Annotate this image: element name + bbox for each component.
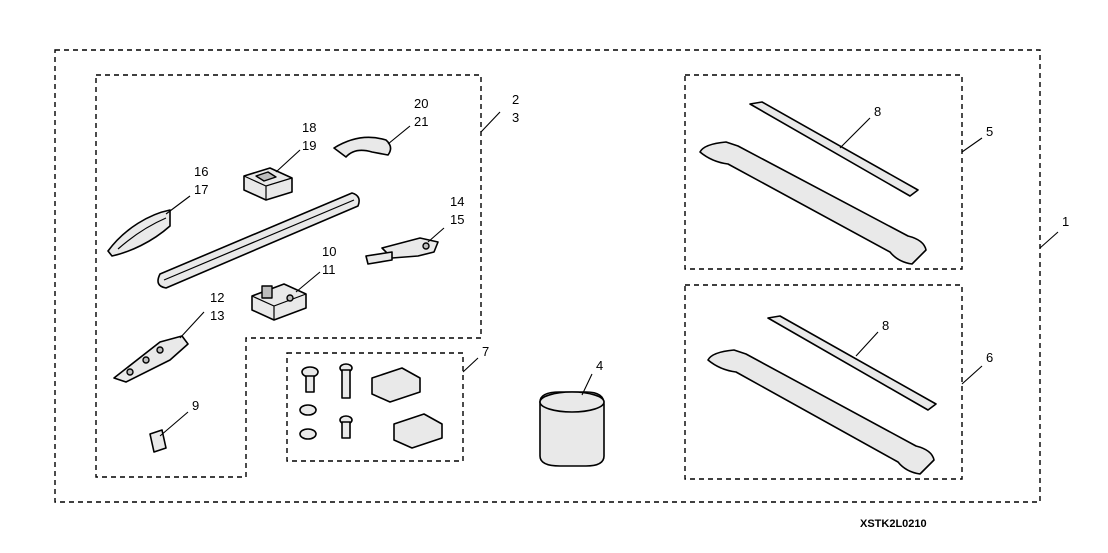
callout-16: 16 bbox=[194, 164, 208, 179]
crossbar-lower bbox=[707, 315, 937, 475]
callout-10: 10 bbox=[322, 244, 336, 259]
long-rail bbox=[157, 192, 360, 289]
kit-outer-box bbox=[54, 49, 1041, 503]
end-cap-part-16-17 bbox=[107, 209, 171, 257]
leader-4 bbox=[581, 373, 593, 396]
diagram-code: XSTK2L0210 bbox=[860, 518, 927, 530]
leader-10-11 bbox=[295, 271, 321, 293]
callout-11: 11 bbox=[322, 262, 336, 277]
hardware-part-7 bbox=[299, 363, 443, 449]
leader-9 bbox=[159, 411, 189, 437]
callout-19: 19 bbox=[302, 138, 316, 153]
leader-2-3 bbox=[480, 111, 501, 133]
callout-4: 4 bbox=[596, 358, 603, 373]
left-assembly-box bbox=[95, 74, 482, 478]
end-piece-part-20-21 bbox=[333, 136, 392, 158]
callout-2: 2 bbox=[512, 92, 519, 107]
callout-7: 7 bbox=[482, 344, 489, 359]
callout-14: 14 bbox=[450, 194, 464, 209]
leader-6 bbox=[961, 365, 983, 385]
callout-5: 5 bbox=[986, 124, 993, 139]
callout-15: 15 bbox=[450, 212, 464, 227]
leader-8-lower bbox=[855, 331, 879, 357]
callout-1: 1 bbox=[1062, 214, 1069, 229]
leader-7 bbox=[462, 357, 479, 373]
callout-6: 6 bbox=[986, 350, 993, 365]
leader-20-21 bbox=[387, 125, 411, 145]
callout-20: 20 bbox=[414, 96, 428, 111]
crossbar-lower-box bbox=[684, 284, 963, 480]
callout-3: 3 bbox=[512, 110, 519, 125]
clip-part-9 bbox=[149, 429, 167, 453]
bracket-part-14-15 bbox=[365, 237, 439, 265]
crossbar-upper-box bbox=[684, 74, 963, 270]
callout-17: 17 bbox=[194, 182, 208, 197]
callout-9: 9 bbox=[192, 398, 199, 413]
cover-part-18-19 bbox=[243, 167, 293, 201]
leader-12-13 bbox=[179, 311, 205, 339]
crossbar-upper bbox=[699, 101, 927, 265]
storage-case-part-4 bbox=[539, 391, 605, 467]
leader-14-15 bbox=[427, 227, 445, 243]
hardware-kit-box bbox=[286, 352, 464, 462]
callout-8-lower: 8 bbox=[882, 318, 889, 333]
callout-13: 13 bbox=[210, 308, 224, 323]
leader-5 bbox=[961, 137, 983, 153]
callout-8-upper: 8 bbox=[874, 104, 881, 119]
callout-12: 12 bbox=[210, 290, 224, 305]
leader-16-17 bbox=[165, 195, 191, 215]
foot-part-12-13 bbox=[113, 335, 189, 383]
leader-18-19 bbox=[275, 149, 301, 173]
leader-1 bbox=[1039, 231, 1059, 249]
leader-8-upper bbox=[839, 117, 871, 149]
base-mount-part-10-11 bbox=[251, 283, 307, 321]
callout-21: 21 bbox=[414, 114, 428, 129]
callout-18: 18 bbox=[302, 120, 316, 135]
